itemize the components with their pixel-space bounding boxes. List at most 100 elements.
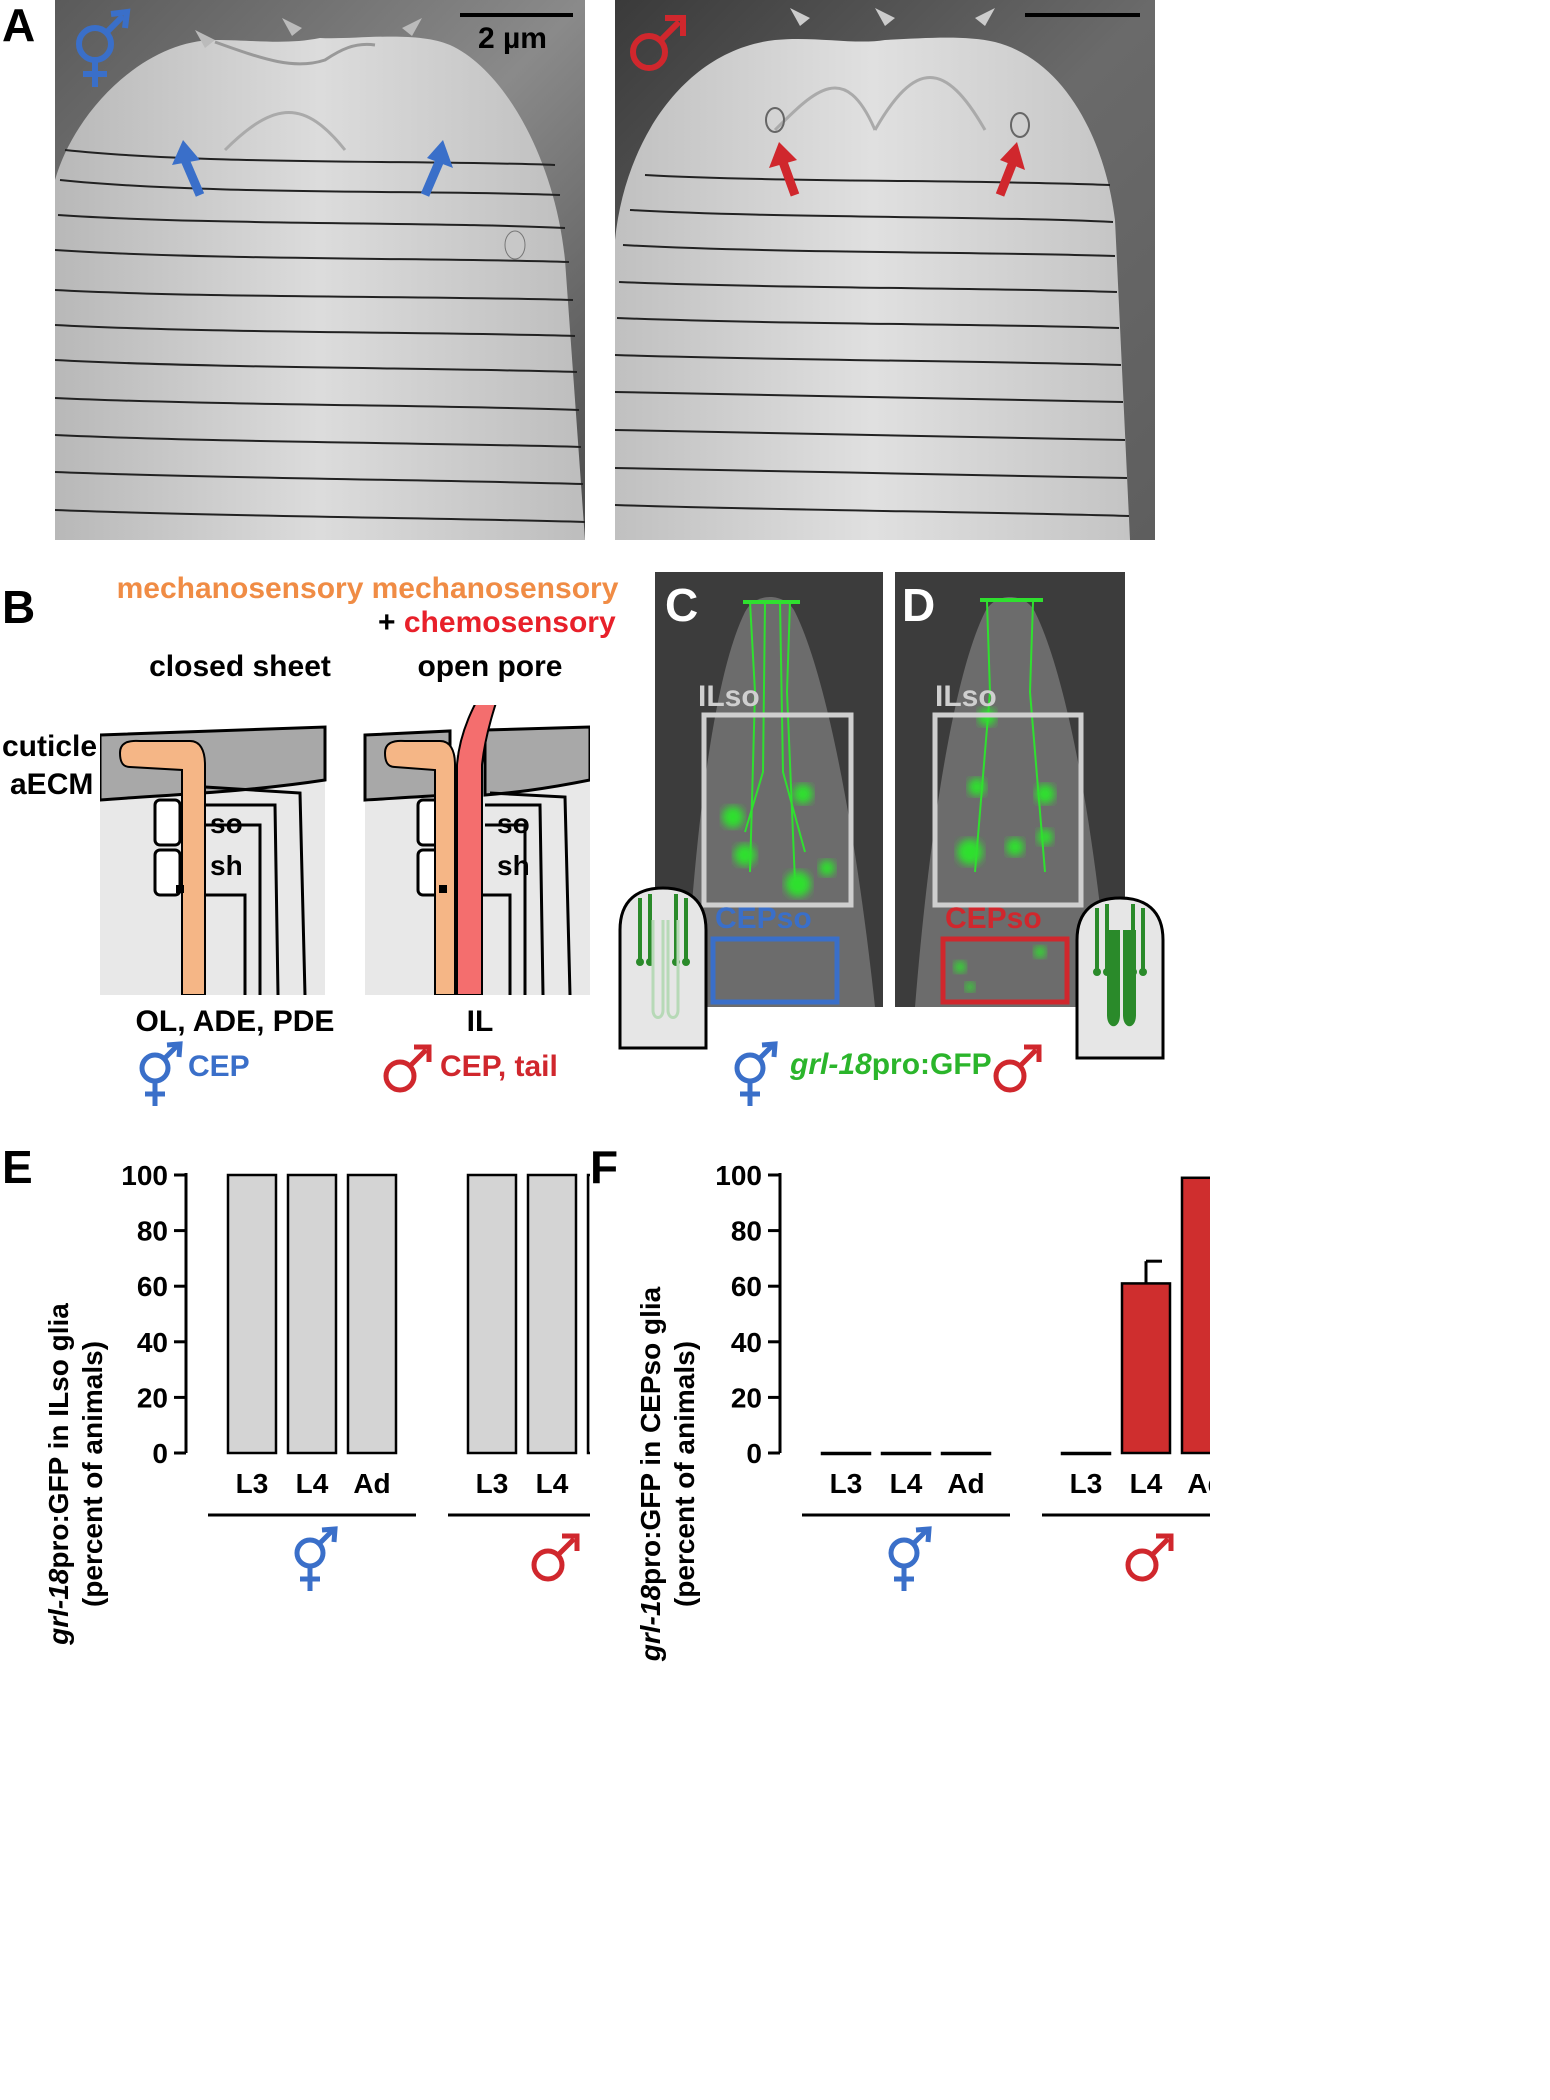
y-tick-label: 20 [731, 1382, 762, 1413]
male-example: CEP, tail [440, 1050, 558, 1083]
y-tick-label: 40 [137, 1327, 168, 1358]
bar [1060, 1451, 1112, 1456]
y-tick-label: 100 [121, 1160, 168, 1191]
panel-label-b: B [2, 581, 36, 633]
sh-label-left: sh [210, 850, 243, 881]
y-tick-label: 80 [137, 1216, 168, 1247]
ilso-label-d: ILso [935, 680, 997, 713]
panel-label-e: E [2, 1141, 33, 1193]
sem-image-male [615, 0, 1155, 540]
so-label-left: so [210, 808, 243, 839]
x-tick-label: Ad [947, 1468, 984, 1499]
ilso-box [701, 712, 854, 908]
bar [586, 1173, 590, 1455]
y-tick-label: 80 [731, 1216, 762, 1247]
y-tick-label: 60 [137, 1271, 168, 1302]
red-arrow-icon [778, 160, 800, 197]
bar-chart-cepso: grl-18pro:GFP in CEPso glia(percent of a… [635, 1160, 1210, 1662]
bar [1120, 1282, 1172, 1455]
arrowhead-icon [875, 8, 895, 26]
hermaphrodite-symbol-icon [294, 1526, 338, 1591]
fluorescence-image-hermaphrodite [655, 572, 883, 1007]
hermaphrodite-symbol-icon [888, 1526, 932, 1591]
right-title-mechano: mechanosensory [371, 572, 619, 605]
cepso-label-d: CEPso [945, 902, 1042, 935]
head-schematic-hermaphrodite [618, 886, 708, 1050]
bar [286, 1173, 338, 1455]
arrowhead-icon [975, 8, 995, 26]
y-axis-label: grl-18pro:GFP in CEPso glia [635, 1286, 666, 1662]
reporter-label: grl-18pro:GFP [790, 1048, 992, 1081]
x-tick-label: L3 [830, 1468, 863, 1499]
panel-label-a: A [2, 0, 36, 51]
arrowhead-icon [790, 8, 810, 26]
bar-chart-ilso: grl-18pro:GFP in ILso glia(percent of an… [43, 1160, 590, 1646]
cepso-box [710, 936, 840, 1005]
ilso-label-c: ILso [698, 680, 760, 713]
x-tick-label: Ad [353, 1468, 390, 1499]
head-schematic-male [1075, 896, 1165, 1060]
cepso-label-c: CEPso [715, 902, 812, 935]
x-tick-label: L4 [536, 1468, 569, 1499]
herm-example: CEP [188, 1050, 250, 1083]
bar [1180, 1176, 1210, 1455]
hermaphrodite-symbol-icon [76, 8, 131, 87]
blue-arrow-icon [180, 158, 205, 197]
y-tick-label: 100 [715, 1160, 762, 1191]
y-axis-label-2: (percent of animals) [669, 1341, 700, 1607]
y-tick-label: 20 [137, 1382, 168, 1413]
y-tick-label: 60 [731, 1271, 762, 1302]
y-axis-label-2: (percent of animals) [77, 1341, 108, 1607]
fluorescence-image-male [895, 572, 1125, 1007]
male-symbol-icon [531, 1533, 580, 1582]
sem-image-hermaphrodite [55, 0, 585, 540]
bar [466, 1173, 518, 1455]
cepso-box [940, 936, 1070, 1005]
panel-label-c: C [665, 579, 699, 631]
aecm-label: aECM [10, 768, 94, 801]
bar [940, 1451, 992, 1456]
x-tick-label: L4 [1130, 1468, 1163, 1499]
right-examples: IL [466, 1005, 494, 1038]
panel-label-f: F [590, 1141, 619, 1193]
male-symbol-icon [383, 1044, 432, 1093]
so-label-right: so [497, 808, 530, 839]
open-pore-label: open pore [417, 650, 563, 683]
y-tick-label: 0 [152, 1438, 168, 1469]
male-symbol-icon [630, 15, 686, 71]
arrowhead-icon [195, 30, 215, 48]
cuticle-label: cuticle [2, 730, 98, 763]
x-tick-label: L3 [476, 1468, 509, 1499]
x-tick-label: Ad [1187, 1468, 1210, 1499]
sh-label-right: sh [497, 850, 530, 881]
y-tick-label: 40 [731, 1327, 762, 1358]
x-tick-label: L3 [236, 1468, 269, 1499]
x-tick-label: L3 [1070, 1468, 1103, 1499]
panel-label-d: D [902, 579, 936, 631]
left-examples: OL, ADE, PDE [135, 1005, 335, 1038]
x-tick-label: L4 [890, 1468, 923, 1499]
male-symbol-icon [1125, 1533, 1174, 1582]
x-tick-label: L4 [296, 1468, 329, 1499]
arrowhead-icon [282, 18, 302, 36]
arrowhead-icon [402, 18, 422, 36]
left-title: mechanosensory [116, 572, 364, 605]
ilso-box [932, 712, 1084, 908]
bar [820, 1451, 872, 1456]
red-arrow-icon [995, 160, 1018, 197]
scale-bar-label: 2 µm [478, 22, 547, 55]
bar [880, 1451, 932, 1456]
y-tick-label: 0 [746, 1438, 762, 1469]
male-symbol-icon [993, 1044, 1042, 1093]
bar [226, 1173, 278, 1455]
hermaphrodite-symbol-icon [734, 1041, 778, 1106]
closed-sheet-label: closed sheet [149, 650, 331, 683]
plus-sign: + [378, 606, 396, 639]
right-title-chemo: chemosensory [403, 606, 616, 639]
bar [346, 1173, 398, 1455]
blue-arrow-icon [420, 158, 445, 197]
sensilla-diagram [100, 705, 590, 995]
bar [526, 1173, 578, 1455]
hermaphrodite-symbol-icon [139, 1041, 183, 1106]
y-axis-label: grl-18pro:GFP in ILso glia [43, 1303, 74, 1646]
